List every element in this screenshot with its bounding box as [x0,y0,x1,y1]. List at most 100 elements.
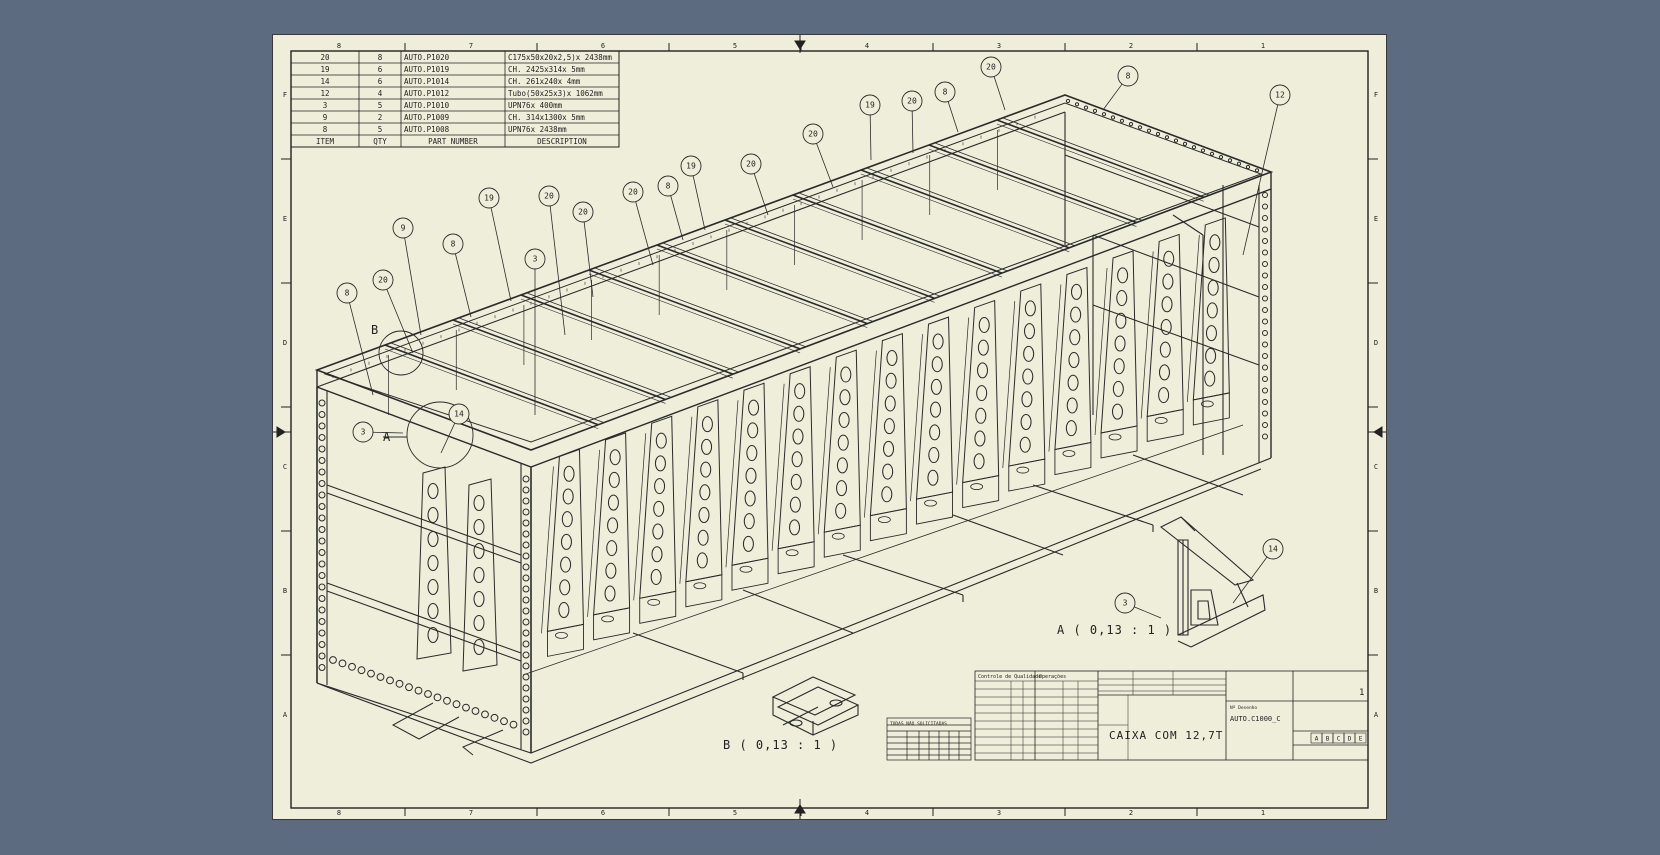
zone-row-right: D [1374,339,1378,347]
balloon: 20 [802,123,834,188]
svg-text:20: 20 [907,97,917,106]
bom-cell: 12 [320,89,329,98]
detail-b-circle [378,330,424,376]
bom-cell: 9 [323,113,328,122]
bom-cell: UPN76x 400mm [508,101,563,110]
drawing-title: CAIXA COM 12,7T [1109,729,1223,742]
title-block [974,670,1369,761]
svg-text:20: 20 [808,130,818,139]
balloon: 14 [1232,538,1284,604]
zone-col-bottom: 1 [1261,809,1265,817]
svg-text:9: 9 [401,224,406,233]
balloon: 9 [392,217,422,336]
svg-text:8: 8 [345,289,350,298]
revision-letter: C [1337,736,1341,743]
svg-text:12: 12 [1275,91,1285,100]
bom-cell: 20 [320,53,330,62]
balloon: 3 [352,421,404,443]
svg-text:19: 19 [865,101,875,110]
zone-ticks [281,43,1378,816]
bom-cell: 4 [378,89,383,98]
zone-row-left: C [283,463,287,471]
balloon: 8 [934,81,959,133]
balloon: 8 [336,282,374,396]
revision-letter: B [1326,736,1330,743]
zone-col-bottom: 7 [469,809,473,817]
bom-cell: C175x50x20x2,5)x 2438mm [508,53,612,62]
notes-table [886,717,972,761]
detail-view-b-geometry [771,676,860,736]
balloon: 20 [372,269,414,354]
bom-cell: 5 [378,125,383,134]
svg-text:20: 20 [378,276,388,285]
zone-row-right: E [1374,215,1378,223]
svg-text:8: 8 [451,240,456,249]
detail-b-label: B ( 0,13 : 1 ) [723,738,838,752]
balloon: 20 [901,90,923,154]
svg-text:3: 3 [361,428,366,437]
bom-cell: AUTO.P1020 [404,53,450,62]
svg-text:20: 20 [746,160,756,169]
balloon: 19 [478,187,512,302]
zone-row-right: C [1374,463,1378,471]
tb-cq-label: Controle de Qualidade [978,674,1041,680]
zone-row-left: F [283,91,287,99]
zone-col-top: 2 [1129,42,1133,50]
notes-header: TODAS NÃO SOLICITADAS [890,720,947,727]
bom-header: ITEM [316,137,335,146]
zone-col-top: 7 [469,42,473,50]
zone-col-top: 4 [865,42,869,50]
bom-cell: 5 [378,101,383,110]
zone-col-top: 1 [1261,42,1265,50]
balloon: 20 [622,181,654,266]
drawing-number-label: Nº Desenho [1230,705,1257,711]
svg-text:3: 3 [533,255,538,264]
tb-ops-label: Operações [1039,674,1066,680]
zone-col-bottom: 3 [997,809,1001,817]
bom-cell: AUTO.P1019 [404,65,449,74]
bom-cell: CH. 261x240x 4mm [508,77,581,86]
balloon: 20 [538,185,566,336]
drawing-number: AUTO.C1000_C [1230,715,1281,723]
bom-cell: 19 [320,65,329,74]
balloon: 12 [1242,84,1291,256]
bom-cell: 2 [378,113,383,122]
svg-text:8: 8 [1126,72,1131,81]
balloon: 19 [680,155,706,231]
zone-col-top: 5 [733,42,737,50]
balloon: 3 [1114,592,1162,619]
zone-col-top: 6 [601,42,605,50]
zone-col-top: 3 [997,42,1001,50]
bom-header: QTY [373,137,387,146]
bom-cell: AUTO.P1009 [404,113,449,122]
svg-text:8: 8 [943,88,948,97]
center-marks [273,35,1386,819]
bom-cell: 3 [323,101,328,110]
svg-text:20: 20 [986,63,996,72]
svg-text:14: 14 [1268,545,1278,554]
bom-cell: UPN76x 2438mm [508,125,567,134]
detail-a-label: A ( 0,13 : 1 ) [1057,623,1172,637]
isometric-generated [318,98,1268,736]
balloon: 3 [524,248,546,415]
zone-col-bottom: 4 [865,809,869,817]
balloon: 8 [1102,65,1139,111]
bom-cell: 6 [378,65,383,74]
bom-cell: AUTO.P1012 [404,89,449,98]
zone-row-left: A [283,711,288,719]
balloon: 8 [442,233,472,318]
zone-row-right: B [1374,587,1378,595]
zone-row-right: F [1374,91,1378,99]
bom-cell: Tubo(50x25x3)x 1062mm [508,89,603,98]
balloon: 20 [980,56,1006,111]
svg-text:19: 19 [686,162,696,171]
svg-text:8: 8 [666,182,671,191]
zone-row-left: B [283,587,287,595]
balloon: 19 [859,94,881,161]
title-block-grid [975,671,1226,760]
